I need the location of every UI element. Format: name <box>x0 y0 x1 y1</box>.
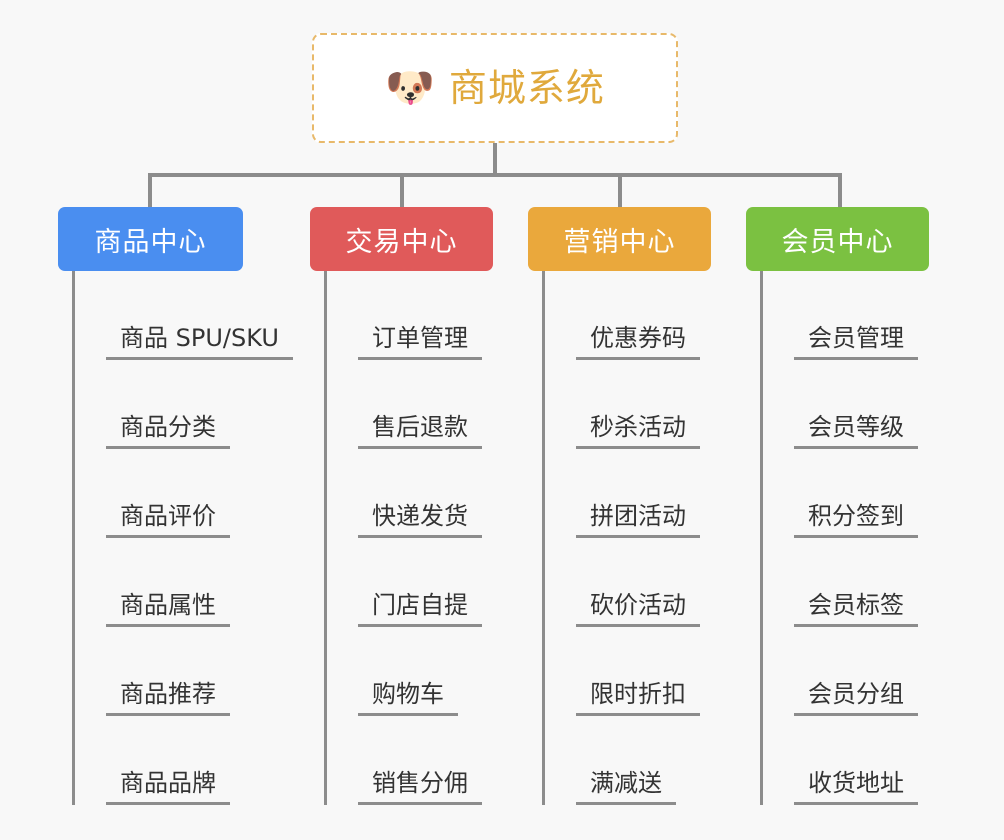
leaf-item-label: 收货地址 <box>794 769 918 805</box>
category-column-4: 会员中心会员管理会员等级积分签到会员标签会员分组收货地址 <box>746 207 929 805</box>
leaf-item-label: 优惠券码 <box>576 324 700 360</box>
category-header-1[interactable]: 商品中心 <box>58 207 243 271</box>
leaf-item-label: 会员等级 <box>794 413 918 449</box>
category-column-3: 营销中心优惠券码秒杀活动拼团活动砍价活动限时折扣满减送 <box>528 207 711 805</box>
leaf-item[interactable]: 优惠券码 <box>542 271 711 360</box>
connector-drop-1 <box>148 173 152 209</box>
leaf-item[interactable]: 商品属性 <box>72 538 293 627</box>
leaf-item-label: 满减送 <box>576 769 676 805</box>
leaf-item[interactable]: 商品 SPU/SKU <box>72 271 293 360</box>
connector-root-stem <box>493 143 497 176</box>
leaf-list-4: 会员管理会员等级积分签到会员标签会员分组收货地址 <box>760 271 929 805</box>
connector-trunk-1 <box>72 271 75 805</box>
leaf-item[interactable]: 商品分类 <box>72 360 293 449</box>
leaf-item[interactable]: 会员等级 <box>760 360 929 449</box>
leaf-item-label: 积分签到 <box>794 502 918 538</box>
leaf-item[interactable]: 会员管理 <box>760 271 929 360</box>
leaf-item-label: 拼团活动 <box>576 502 700 538</box>
shiba-dog-face-icon: 🐶 <box>385 65 435 111</box>
leaf-item-label: 订单管理 <box>358 324 482 360</box>
connector-drop-4 <box>838 173 842 209</box>
category-header-4[interactable]: 会员中心 <box>746 207 929 271</box>
root-node[interactable]: 🐶 商城系统 <box>312 33 678 143</box>
category-column-1: 商品中心商品 SPU/SKU 商品分类商品评价商品属性商品推荐商品品牌 <box>58 207 293 805</box>
leaf-item-label: 购物车 <box>358 680 458 716</box>
leaf-item[interactable]: 售后退款 <box>324 360 493 449</box>
leaf-list-2: 订单管理售后退款快递发货门店自提购物车销售分佣 <box>324 271 493 805</box>
category-header-3[interactable]: 营销中心 <box>528 207 711 271</box>
leaf-item-label: 售后退款 <box>358 413 482 449</box>
leaf-item[interactable]: 门店自提 <box>324 538 493 627</box>
leaf-item-label: 商品属性 <box>106 591 230 627</box>
leaf-item[interactable]: 订单管理 <box>324 271 493 360</box>
leaf-item[interactable]: 商品评价 <box>72 449 293 538</box>
leaf-item[interactable]: 商品推荐 <box>72 627 293 716</box>
leaf-item[interactable]: 会员分组 <box>760 627 929 716</box>
root-title: 商城系统 <box>448 66 605 110</box>
leaf-item-label: 会员管理 <box>794 324 918 360</box>
leaf-item-label: 砍价活动 <box>576 591 700 627</box>
leaf-item-label: 商品 SPU/SKU <box>106 324 293 360</box>
leaf-item-label: 销售分佣 <box>358 769 482 805</box>
leaf-item-label: 会员标签 <box>794 591 918 627</box>
leaf-item[interactable]: 砍价活动 <box>542 538 711 627</box>
leaf-item-label: 商品推荐 <box>106 680 230 716</box>
leaf-item[interactable]: 积分签到 <box>760 449 929 538</box>
leaf-item-label: 会员分组 <box>794 680 918 716</box>
connector-trunk-3 <box>542 271 545 805</box>
connector-horizontal-bus <box>148 173 842 177</box>
leaf-list-1: 商品 SPU/SKU 商品分类商品评价商品属性商品推荐商品品牌 <box>72 271 293 805</box>
leaf-item[interactable]: 商品品牌 <box>72 716 293 805</box>
connector-trunk-2 <box>324 271 327 805</box>
leaf-list-3: 优惠券码秒杀活动拼团活动砍价活动限时折扣满减送 <box>542 271 711 805</box>
connector-drop-2 <box>400 173 404 209</box>
leaf-item[interactable]: 购物车 <box>324 627 493 716</box>
leaf-item[interactable]: 会员标签 <box>760 538 929 627</box>
leaf-item[interactable]: 限时折扣 <box>542 627 711 716</box>
category-column-2: 交易中心订单管理售后退款快递发货门店自提购物车销售分佣 <box>310 207 493 805</box>
connector-drop-3 <box>618 173 622 209</box>
connector-trunk-4 <box>760 271 763 805</box>
leaf-item-label: 商品评价 <box>106 502 230 538</box>
leaf-item[interactable]: 快递发货 <box>324 449 493 538</box>
leaf-item[interactable]: 销售分佣 <box>324 716 493 805</box>
leaf-item[interactable]: 拼团活动 <box>542 449 711 538</box>
leaf-item[interactable]: 收货地址 <box>760 716 929 805</box>
leaf-item[interactable]: 秒杀活动 <box>542 360 711 449</box>
leaf-item-label: 门店自提 <box>358 591 482 627</box>
leaf-item-label: 秒杀活动 <box>576 413 700 449</box>
leaf-item-label: 商品品牌 <box>106 769 230 805</box>
category-header-2[interactable]: 交易中心 <box>310 207 493 271</box>
leaf-item-label: 商品分类 <box>106 413 230 449</box>
leaf-item-label: 快递发货 <box>358 502 482 538</box>
leaf-item-label: 限时折扣 <box>576 680 700 716</box>
leaf-item[interactable]: 满减送 <box>542 716 711 805</box>
